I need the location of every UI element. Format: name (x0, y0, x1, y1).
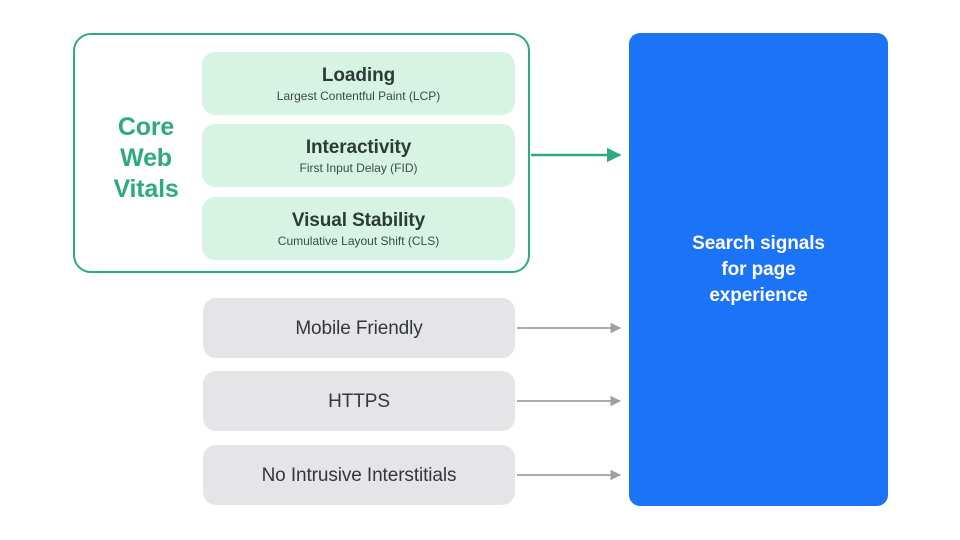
vital-card-subtitle: Largest Contentful Paint (LCP) (276, 88, 441, 103)
core-web-vitals-label-line-1: Core (117, 113, 175, 141)
core-web-vitals-label: Core Web Vitals (94, 112, 198, 205)
vital-card-subtitle: First Input Delay (FID) (299, 160, 418, 175)
vital-card-title: Interactivity (305, 136, 412, 158)
vital-card-loading[interactable]: Loading Largest Contentful Paint (LCP) (202, 52, 515, 115)
signal-no-intrusive-interstitials[interactable]: No Intrusive Interstitials (203, 445, 515, 505)
signal-label: Mobile Friendly (295, 317, 423, 339)
signal-label: No Intrusive Interstitials (261, 464, 457, 486)
signal-label: HTTPS (328, 390, 390, 412)
vital-card-subtitle: Cumulative Layout Shift (CLS) (277, 233, 440, 248)
search-signals-box[interactable]: Search signals for page experience (629, 33, 888, 506)
core-web-vitals-label-line-2: Web (120, 144, 172, 172)
vital-card-interactivity[interactable]: Interactivity First Input Delay (FID) (202, 124, 515, 187)
vital-card-title: Loading (321, 64, 396, 86)
vital-card-title: Visual Stability (291, 209, 426, 231)
core-web-vitals-group (73, 33, 530, 273)
signal-mobile-friendly[interactable]: Mobile Friendly (203, 298, 515, 358)
signal-https[interactable]: HTTPS (203, 371, 515, 431)
search-signals-text: Search signals for page experience (692, 232, 825, 306)
core-web-vitals-label-line-3: Vitals (113, 175, 179, 203)
vital-card-visual-stability[interactable]: Visual Stability Cumulative Layout Shift… (202, 197, 515, 260)
